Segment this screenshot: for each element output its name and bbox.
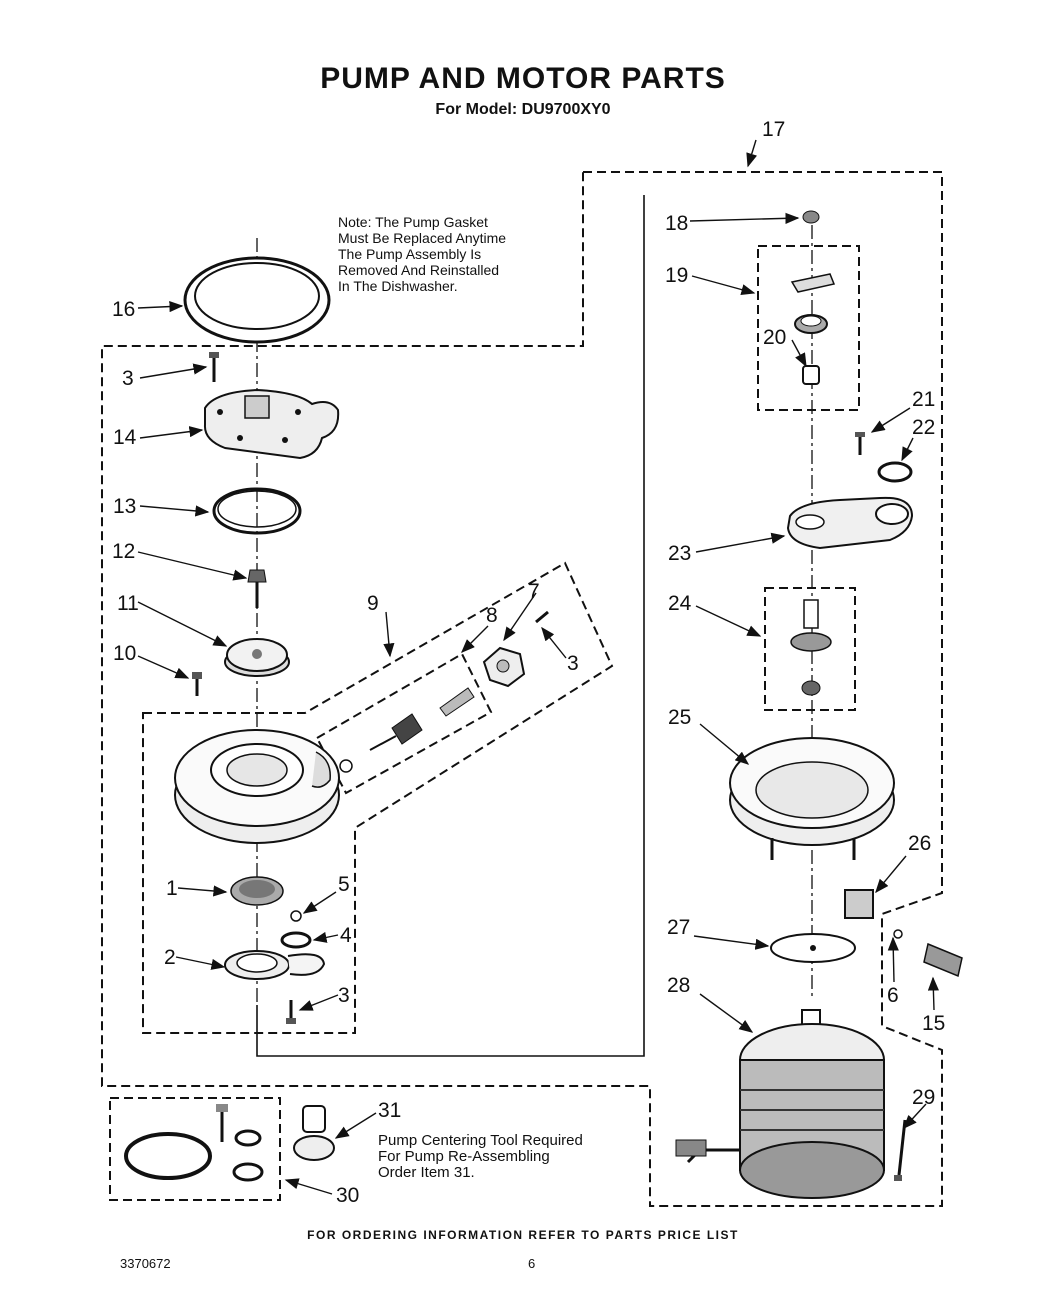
- part-28-motor: [675, 1009, 885, 1199]
- callout-20: 20: [763, 326, 786, 349]
- part-24-shaft-seal: [790, 599, 832, 696]
- document-number: 3370672: [120, 1256, 171, 1271]
- part-2-chopper-housing: [224, 950, 326, 980]
- part-26-connector: [844, 889, 874, 919]
- part-4-o-ring: [280, 931, 312, 949]
- callout-16: 16: [112, 298, 135, 321]
- callout-18: 18: [665, 212, 688, 235]
- callout-7: 7: [528, 580, 540, 603]
- callout-28: 28: [667, 974, 690, 997]
- callout-4: 4: [340, 924, 352, 947]
- callout-27: 27: [667, 916, 690, 939]
- part-8-valve-parts: [339, 687, 475, 773]
- callout-13: 13: [113, 495, 136, 518]
- part-27-slinger: [770, 933, 856, 963]
- callout-2: 2: [164, 946, 176, 969]
- callout-19: 19: [665, 264, 688, 287]
- part-5-check-ball: [290, 910, 302, 922]
- assembly-24-boundary: [764, 587, 856, 711]
- part-22-grommet: [877, 461, 913, 483]
- part-16-pump-gasket: [183, 256, 331, 344]
- pump-housing: [174, 729, 340, 844]
- page-title: PUMP AND MOTOR PARTS: [320, 62, 726, 95]
- part-30-kit: [124, 1104, 264, 1182]
- callout-23: 23: [668, 542, 691, 565]
- part-6-washer: [893, 929, 903, 939]
- callout-6: 6: [887, 984, 899, 1007]
- callout-30: 30: [336, 1184, 359, 1207]
- pump-assembly-line: [256, 195, 645, 1057]
- callout-numbers: 1 2 3 3 3 3 4 5 6 7 8 9 10 11 12 13 14 1…: [112, 118, 945, 1207]
- model-subtitle: For Model: DU9700XY0: [435, 101, 611, 118]
- kit-30-boundary: [109, 1097, 281, 1201]
- centering-tool-note: Pump Centering Tool Required For Pump Re…: [378, 1132, 583, 1181]
- callout-9: 9: [367, 592, 379, 615]
- ordering-footer: FOR ORDERING INFORMATION REFER TO PARTS …: [307, 1228, 739, 1242]
- callout-31: 31: [378, 1099, 401, 1122]
- callout-15: 15: [922, 1012, 945, 1035]
- part-10-screw: [192, 672, 202, 696]
- part-13-seal-ring: [212, 487, 302, 535]
- part-21-screw: [855, 432, 865, 455]
- part-3-screw-right: [535, 610, 549, 624]
- callout-11: 11: [117, 592, 139, 615]
- callout-24: 24: [668, 592, 692, 615]
- part-18-nut: [802, 210, 820, 224]
- part-7-valve-cover: [482, 646, 526, 688]
- part-23-motor-mount-plate: [786, 496, 914, 550]
- part-12-impeller-nut: [247, 569, 267, 608]
- part-15-sensor: [923, 942, 963, 978]
- assembly-17-boundary: [101, 171, 943, 1207]
- callout-17: 17: [762, 118, 785, 141]
- part-20-bushing: [802, 365, 820, 385]
- part-31-centering-tool: [293, 1105, 335, 1161]
- page-number: 6: [528, 1256, 536, 1271]
- callout-3: 3: [567, 652, 579, 675]
- callout-3: 3: [338, 984, 350, 1007]
- callout-29: 29: [912, 1086, 935, 1109]
- assembly-19-boundary: [757, 245, 860, 411]
- part-29-bolt: [894, 1119, 907, 1181]
- leader-lines: [137, 139, 939, 1195]
- part-11-impeller: [224, 638, 290, 677]
- part-3-screw-top: [209, 352, 219, 382]
- part-3-screw-bottom: [286, 1000, 296, 1024]
- callout-26: 26: [908, 832, 931, 855]
- part-25-motor-housing: [729, 737, 895, 860]
- assembly-boundaries: [101, 171, 943, 1207]
- callout-25: 25: [668, 706, 691, 729]
- callout-5: 5: [338, 873, 350, 896]
- callout-8: 8: [486, 604, 498, 627]
- callout-1: 1: [166, 877, 178, 900]
- callout-10: 10: [113, 642, 136, 665]
- assembly-8-boundary: [315, 652, 493, 795]
- callout-12: 12: [112, 540, 135, 563]
- callout-3: 3: [122, 367, 134, 390]
- callout-14: 14: [113, 426, 137, 449]
- part-1-filter-screen: [230, 876, 284, 906]
- callout-21: 21: [912, 388, 935, 411]
- gasket-note: Note: The Pump Gasket Must Be Replaced A…: [338, 214, 507, 294]
- part-14-pump-cover: [203, 388, 340, 460]
- pump-housing-boundary: [142, 561, 614, 1034]
- callout-22: 22: [912, 416, 935, 439]
- part-19-coupling: [790, 273, 836, 334]
